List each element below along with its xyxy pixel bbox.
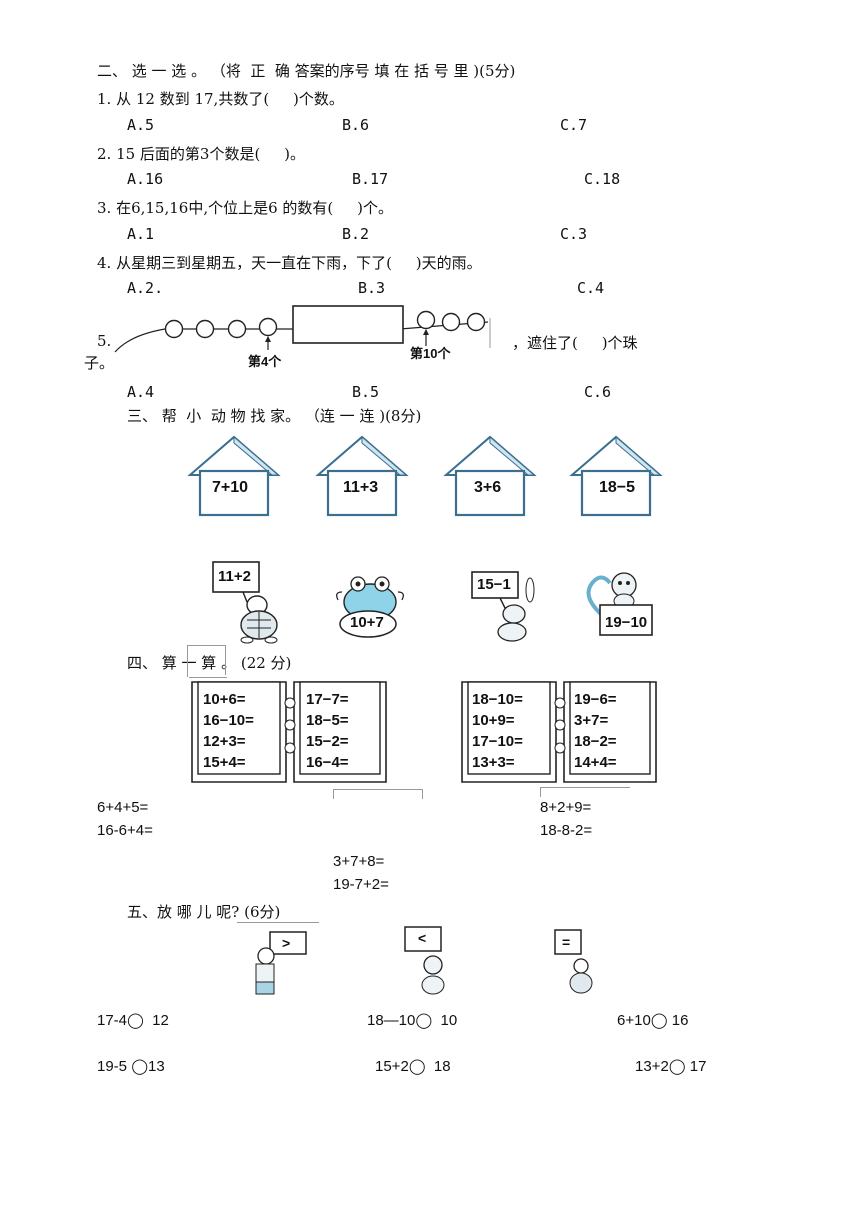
monkey-sign: 19−10 xyxy=(605,614,648,631)
equation: 18-8-2= xyxy=(540,822,593,839)
cover-box xyxy=(292,305,404,344)
house-4 xyxy=(569,435,663,517)
equation: 10+6= xyxy=(203,691,246,708)
q3-option-a: A.1 xyxy=(127,225,155,243)
q4-option-c: C.4 xyxy=(577,279,605,297)
sign-greater: > xyxy=(282,935,291,951)
equation: 10+9= xyxy=(472,712,515,729)
equation: 19-7+2= xyxy=(333,876,389,893)
compare-item: 13+2◯ 17 xyxy=(635,1058,707,1075)
compare-item: 18—10◯ 10 xyxy=(367,1012,458,1029)
house-label: 11+3 xyxy=(343,479,379,496)
house-3 xyxy=(443,435,537,517)
frog-sign: 10+7 xyxy=(350,614,384,631)
q1-option-b: B.6 xyxy=(342,116,370,134)
equation: 18−5= xyxy=(306,712,349,729)
house-1 xyxy=(187,435,281,517)
equation: 14+4= xyxy=(574,754,617,771)
section2-title: 二、 选 一 选 。 （将 正 确 答案的序号 填 在 括 号 里 )(5分) xyxy=(97,62,516,80)
label-4th-bead: 第4个 xyxy=(248,354,282,369)
equation: 12+3= xyxy=(203,733,246,750)
equation: 16−10= xyxy=(203,712,254,729)
q5-number: 5. xyxy=(97,332,112,350)
bead xyxy=(416,310,436,330)
book1-right-col: 17−7= 18−5= 15−2= 16−4= xyxy=(306,689,349,773)
monkey-icon xyxy=(586,572,653,636)
bear-icon xyxy=(255,931,307,995)
q4-option-b: B.3 xyxy=(358,279,386,297)
rabbit-sign: 15−1 xyxy=(477,576,511,593)
bead xyxy=(227,319,247,339)
bead xyxy=(195,319,215,339)
equation: 18−10= xyxy=(472,691,523,708)
bead xyxy=(164,319,184,339)
rabbit-icon xyxy=(471,571,535,642)
q4-text: 4. 从星期三到星期五，天一直在下雨，下了( )天的雨。 xyxy=(97,254,482,272)
sign-equal: = xyxy=(562,934,571,950)
extra-right-col: 8+2+9= 18-8-2= xyxy=(540,796,592,842)
equation: 15−2= xyxy=(306,733,349,750)
compare-item: 6+10◯ 16 xyxy=(617,1012,689,1029)
q3-option-c: C.3 xyxy=(560,225,588,243)
section3-title: 三、 帮 小 动 物 找 家。 （连 一 连 )(8分) xyxy=(127,407,422,425)
compare-item: 15+2◯ 18 xyxy=(375,1058,451,1075)
section5-title: 五、放 哪 儿 呢? (6分) xyxy=(127,903,281,921)
sign-less: < xyxy=(418,930,427,946)
equation: 17−10= xyxy=(472,733,523,750)
book2-right-col: 19−6= 3+7= 18−2= 14+4= xyxy=(574,689,617,773)
extra-left-col: 6+4+5= 16-6+4= xyxy=(97,796,153,842)
bead xyxy=(258,317,278,337)
book1-left-col: 10+6= 16−10= 12+3= 15+4= xyxy=(203,689,254,773)
q1-option-c: C.7 xyxy=(560,116,588,134)
house-label: 3+6 xyxy=(474,479,502,496)
frog-icon xyxy=(336,576,404,638)
house-2 xyxy=(315,435,409,517)
turtle-sign: 11+2 xyxy=(218,568,251,585)
house-label: 7+10 xyxy=(212,479,249,496)
compare-item: 19-5 ◯13 xyxy=(97,1058,165,1075)
equation: 17−7= xyxy=(306,691,349,708)
equation: 16-6+4= xyxy=(97,822,153,839)
bead xyxy=(466,312,486,332)
equation: 3+7+8= xyxy=(333,853,385,870)
book-2 xyxy=(461,681,657,783)
q2-option-b: B.17 xyxy=(352,170,389,188)
equation: 15+4= xyxy=(203,754,246,771)
q5-option-b: B.5 xyxy=(352,383,380,401)
q5-text-end: 子。 xyxy=(84,354,115,372)
label-10th-bead: 第10个 xyxy=(410,346,451,361)
q2-option-c: C.18 xyxy=(584,170,621,188)
equation: 19−6= xyxy=(574,691,617,708)
q4-option-a: A.2. xyxy=(127,279,164,297)
equation: 18−2= xyxy=(574,733,617,750)
equation: 6+4+5= xyxy=(97,799,149,816)
book-1 xyxy=(191,681,387,783)
q3-text: 3. 在6,15,16中,个位上是6 的数有( )个。 xyxy=(97,199,393,217)
turtle-icon xyxy=(212,561,278,644)
compare-item: 17-4◯ 12 xyxy=(97,1012,169,1029)
equation: 8+2+9= xyxy=(540,799,592,816)
book2-left-col: 18−10= 10+9= 17−10= 13+3= xyxy=(472,689,523,773)
turtle-icon xyxy=(554,929,593,994)
equation: 13+3= xyxy=(472,754,515,771)
section4-title: 四、 算 一 算 。 (22 分) xyxy=(127,654,292,672)
q5-text: ，遮住了( )个珠 xyxy=(512,334,638,352)
bead xyxy=(441,312,461,332)
q5-option-c: C.6 xyxy=(584,383,612,401)
rabbit-icon xyxy=(404,926,445,995)
bead-string-figure xyxy=(114,305,491,353)
equation: 16−4= xyxy=(306,754,349,771)
q1-option-a: A.5 xyxy=(127,116,155,134)
house-label: 18−5 xyxy=(599,479,636,496)
q2-option-a: A.16 xyxy=(127,170,164,188)
q1-text: 1. 从 12 数到 17,共数了( )个数。 xyxy=(97,90,344,108)
q2-text: 2. 15 后面的第3个数是( )。 xyxy=(97,145,306,163)
q3-option-b: B.2 xyxy=(342,225,370,243)
q5-option-a: A.4 xyxy=(127,383,155,401)
equation: 3+7= xyxy=(574,712,609,729)
extra-mid-col: 3+7+8= 19-7+2= xyxy=(333,850,389,896)
